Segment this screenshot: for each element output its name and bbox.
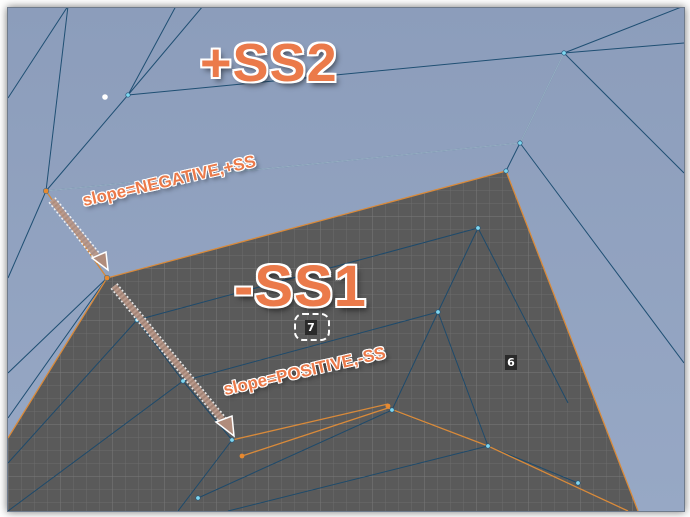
mesh-edges-upper <box>8 8 684 419</box>
down-right-arrow-icon <box>110 283 235 438</box>
face-id-badge-selected[interactable]: 7 <box>305 320 317 335</box>
cursor-dot <box>102 94 108 100</box>
mesh-edges-lower <box>8 227 579 511</box>
mesh-viewport[interactable] <box>8 8 684 511</box>
viewport-frame: +SS2 -SS1 slope=NEGATIVE,+SS slope=POSIT… <box>7 7 685 512</box>
face-id-badge[interactable]: 6 <box>505 355 517 370</box>
region-label-ss1: -SS1 <box>234 254 367 319</box>
selected-vertices[interactable] <box>43 188 391 459</box>
down-right-arrow-icon <box>48 197 109 272</box>
selection-ring <box>294 313 330 341</box>
region-label-ss2: +SS2 <box>200 33 338 93</box>
